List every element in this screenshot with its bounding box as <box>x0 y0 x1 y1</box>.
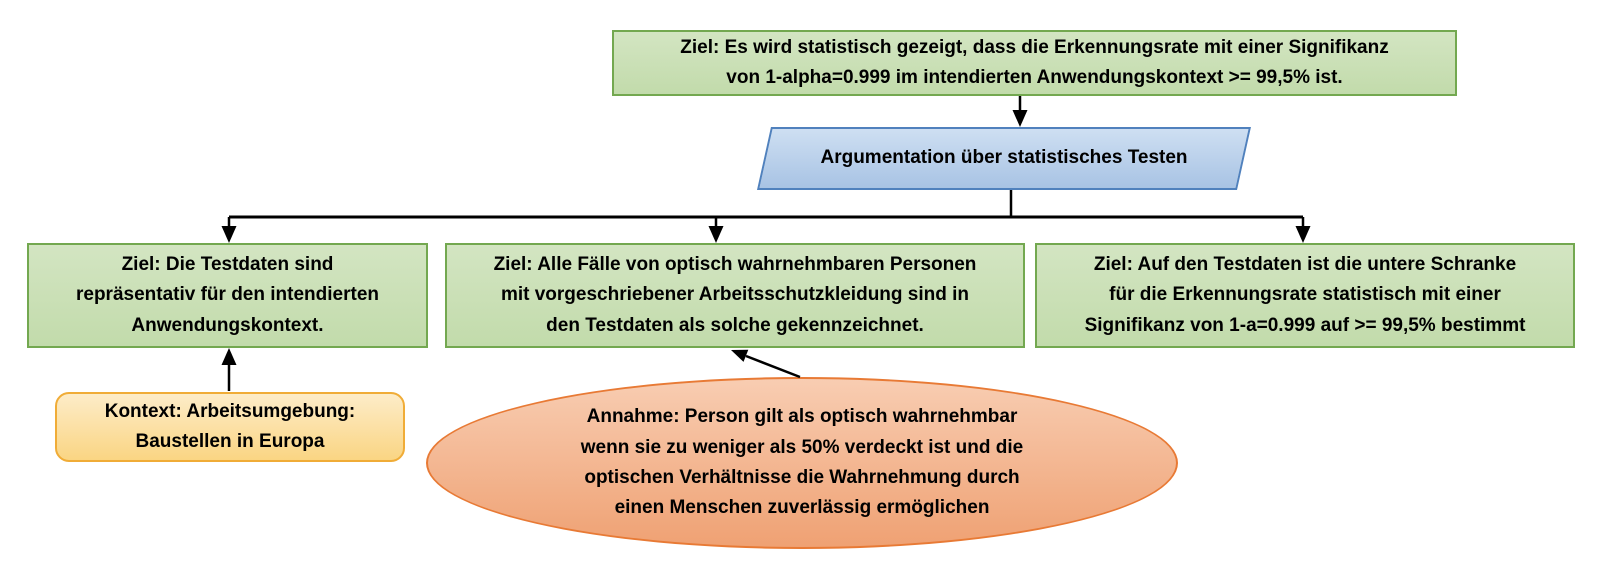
edge-strategy-to-goalright <box>1295 217 1311 243</box>
goal-node-top: Ziel: Es wird statistisch gezeigt, dass … <box>612 30 1457 96</box>
goal-node-labelled-persons: Ziel: Alle Fälle von optisch wahrnehmbar… <box>445 243 1025 348</box>
goal-node-lower-bound: Ziel: Auf den Testdaten ist die untere S… <box>1035 243 1575 348</box>
context-node-work-environment: Kontext: Arbeitsumgebung: Baustellen in … <box>55 392 405 462</box>
strategy-node-statistical-testing: Argumentation über statistisches Testen <box>820 147 1188 169</box>
edge-strategy-to-goalmiddle <box>708 217 724 243</box>
edge-assumption-to-goalmiddle <box>731 349 801 379</box>
goal-node-testdata-representative: Ziel: Die Testdaten sind repräsentativ f… <box>27 243 428 348</box>
assumption-node-visibility: Annahme: Person gilt als optisch wahrneh… <box>426 377 1178 549</box>
edge-strategy-to-goalleft <box>221 217 237 243</box>
edge-context-to-goalleft <box>221 348 237 391</box>
edge-strategy-branch <box>229 190 1303 219</box>
edge-goaltop-to-strategy <box>1012 96 1028 127</box>
